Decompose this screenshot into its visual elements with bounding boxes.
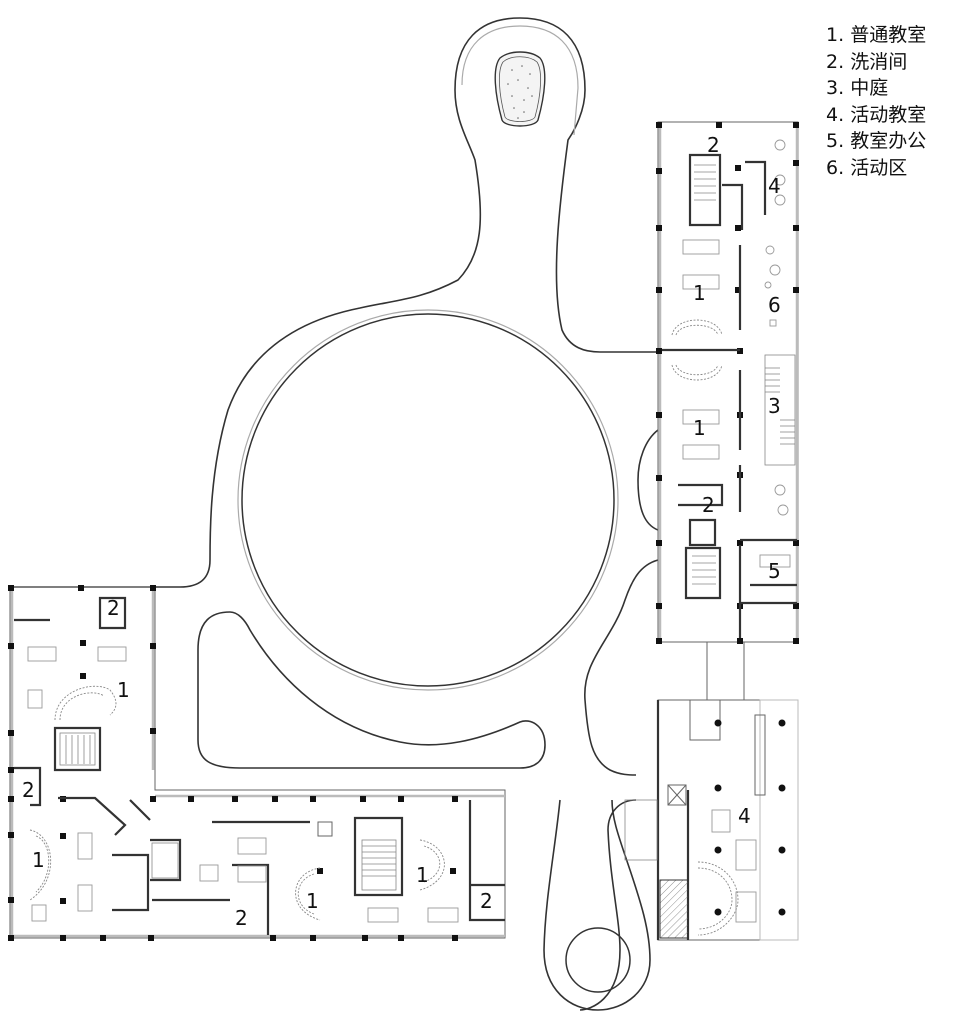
room-label-classroom: 1 bbox=[693, 416, 706, 440]
room-label-activity-area: 6 bbox=[768, 293, 781, 317]
room-label-activity-classroom: 4 bbox=[738, 804, 751, 828]
landscape-paths bbox=[10, 17, 659, 1011]
room-label-washroom: 2 bbox=[480, 889, 493, 913]
legend-item-washroom: 2. 洗消间 bbox=[826, 50, 908, 73]
room-label-washroom: 2 bbox=[707, 133, 720, 157]
east-building bbox=[656, 121, 799, 700]
legend-item-activity-classroom: 4. 活动教室 bbox=[826, 103, 927, 126]
room-label-office: 5 bbox=[768, 559, 781, 583]
room-label-classroom: 1 bbox=[117, 678, 130, 702]
room-label-classroom: 1 bbox=[416, 863, 429, 887]
room-label-washroom: 2 bbox=[107, 596, 120, 620]
room-label-classroom: 1 bbox=[693, 281, 706, 305]
legend-item-classroom: 1. 普通教室 bbox=[826, 24, 927, 46]
room-label-atrium: 3 bbox=[768, 394, 781, 418]
legend: 1. 普通教室 2. 洗消间 3. 中庭 4. 活动教室 5. 教室办公 6. … bbox=[826, 22, 926, 181]
legend-item-office: 5. 教室办公 bbox=[826, 130, 927, 152]
room-labels: 2 4 1 6 3 1 2 5 2 1 2 1 2 1 1 2 4 bbox=[22, 133, 781, 930]
room-label-washroom: 2 bbox=[22, 778, 35, 802]
room-label-classroom: 1 bbox=[32, 848, 45, 872]
pond-icon bbox=[494, 51, 546, 127]
legend-item-activity-area: 6. 活动区 bbox=[826, 156, 908, 179]
west-building bbox=[8, 585, 506, 941]
southeast-building bbox=[624, 699, 799, 941]
legend-item-atrium: 3. 中庭 bbox=[826, 77, 889, 99]
room-label-washroom: 2 bbox=[702, 493, 715, 517]
room-label-washroom: 2 bbox=[235, 906, 248, 930]
room-label-classroom: 1 bbox=[306, 889, 319, 913]
room-label-activity-classroom: 4 bbox=[768, 174, 781, 198]
